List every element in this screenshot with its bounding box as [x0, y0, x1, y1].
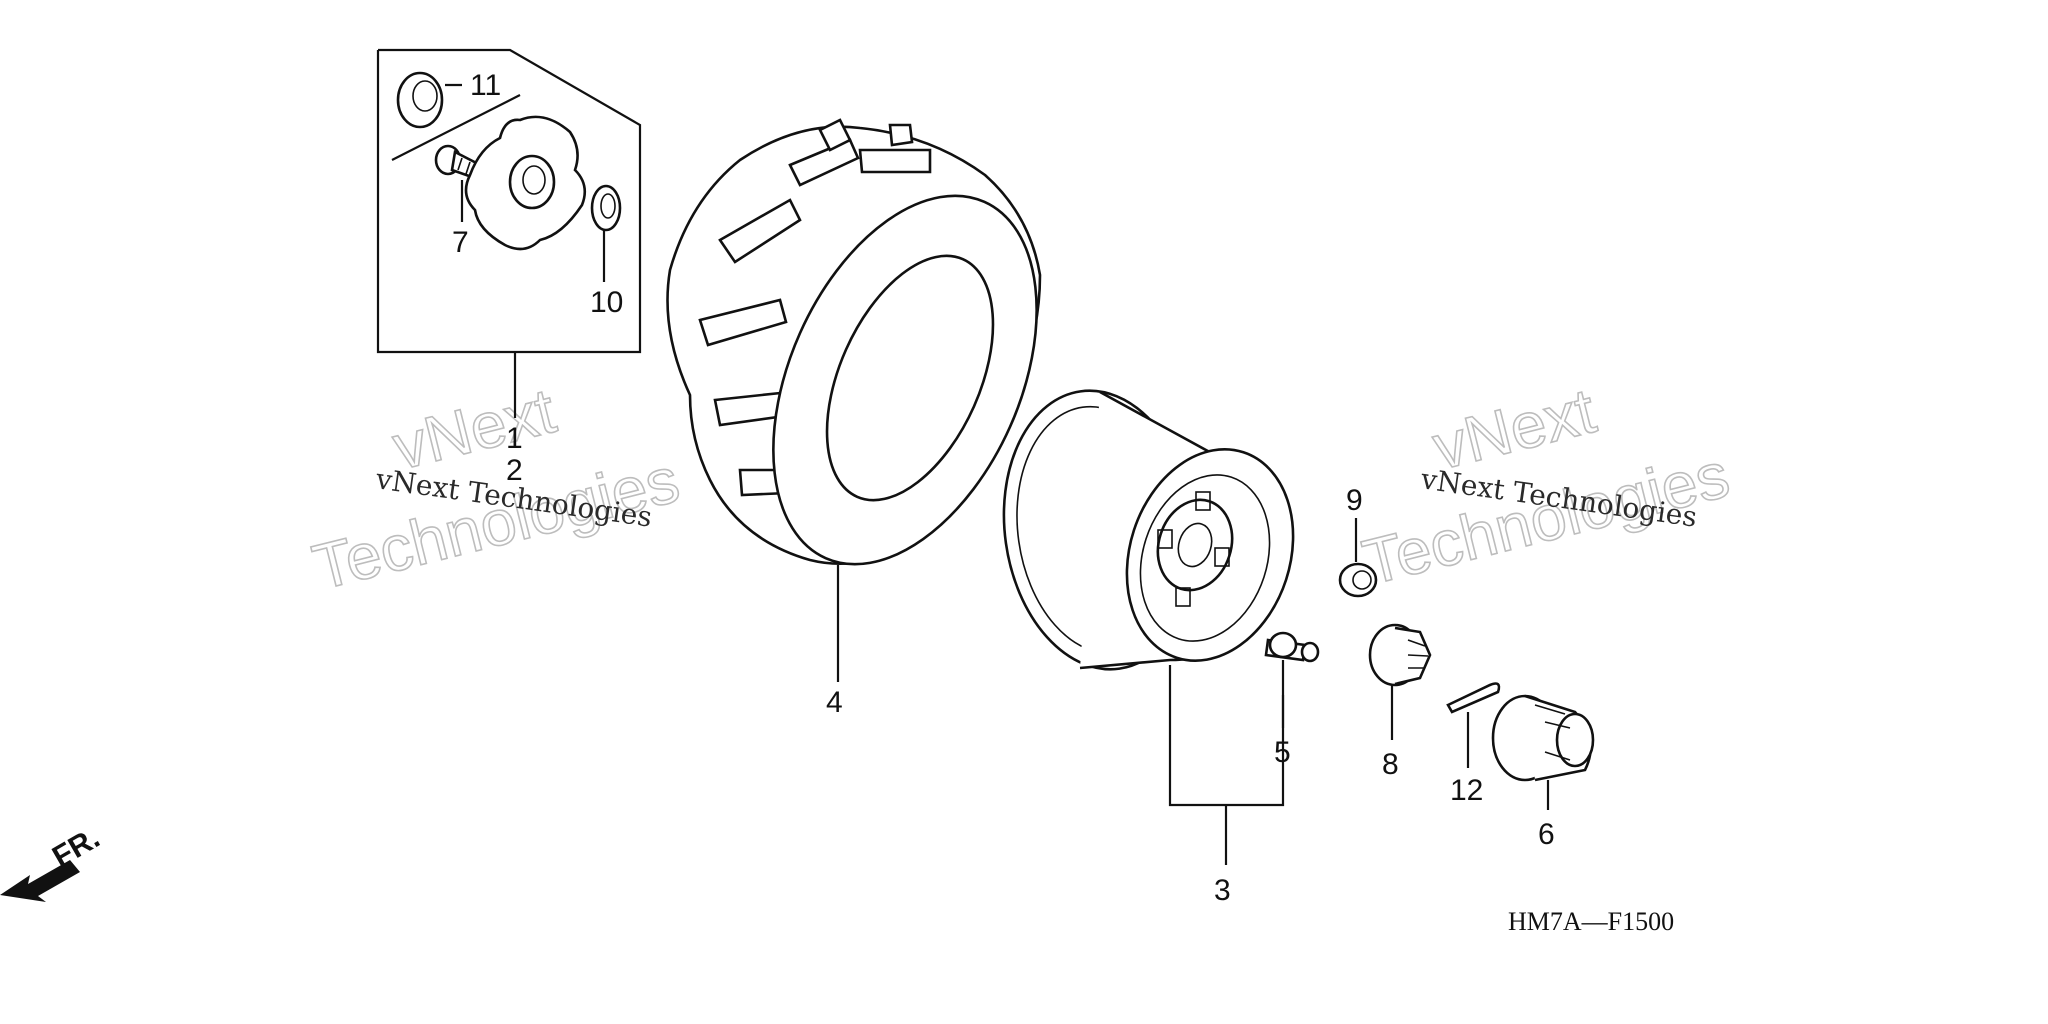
part-label-11: 11 [470, 69, 501, 102]
wheel-part [1002, 389, 1295, 865]
part-label-1: 1 [506, 422, 523, 455]
part-label-5: 5 [1274, 736, 1291, 769]
cap-part [1491, 694, 1595, 810]
front-direction-indicator: FR. [0, 821, 105, 902]
part-label-9: 9 [1346, 484, 1363, 517]
tire-part [666, 118, 1042, 682]
assembly-frame [376, 48, 642, 354]
wheel-stud-hole [1195, 491, 1211, 511]
diagram-code: HM7A—F1500 [1508, 907, 1674, 936]
part-label-10: 10 [590, 286, 623, 319]
part-label-4: 4 [826, 686, 843, 719]
bearing-part [590, 184, 622, 282]
front-label: FR. [47, 821, 105, 874]
part-label-8: 8 [1382, 748, 1399, 781]
nut-part [1338, 518, 1378, 598]
part-label-3: 3 [1214, 874, 1231, 907]
wheel-stud-hole [1157, 529, 1173, 549]
part-label-7: 7 [452, 226, 469, 259]
hub-part [464, 115, 587, 251]
front-arrow-icon [0, 860, 80, 902]
assembly-divider [391, 94, 521, 161]
watermark-left: vNext Technologies vNext Technologies [305, 373, 687, 604]
part-label-6: 6 [1538, 818, 1555, 851]
castle-nut-part [1368, 623, 1432, 740]
wheel-stud-hole [1175, 587, 1191, 607]
valve-part [1264, 631, 1320, 728]
wheel-stud-hole [1214, 547, 1230, 567]
collar-part [396, 71, 462, 129]
hub-assembly-group [376, 48, 642, 418]
part-label-2: 2 [506, 454, 523, 487]
cotter-pin-part [1446, 682, 1501, 768]
leader-3-bracket [1168, 665, 1285, 807]
watermark-right: vNext Technologies vNext Technologies [1355, 373, 1737, 599]
part-label-12: 12 [1450, 774, 1483, 807]
